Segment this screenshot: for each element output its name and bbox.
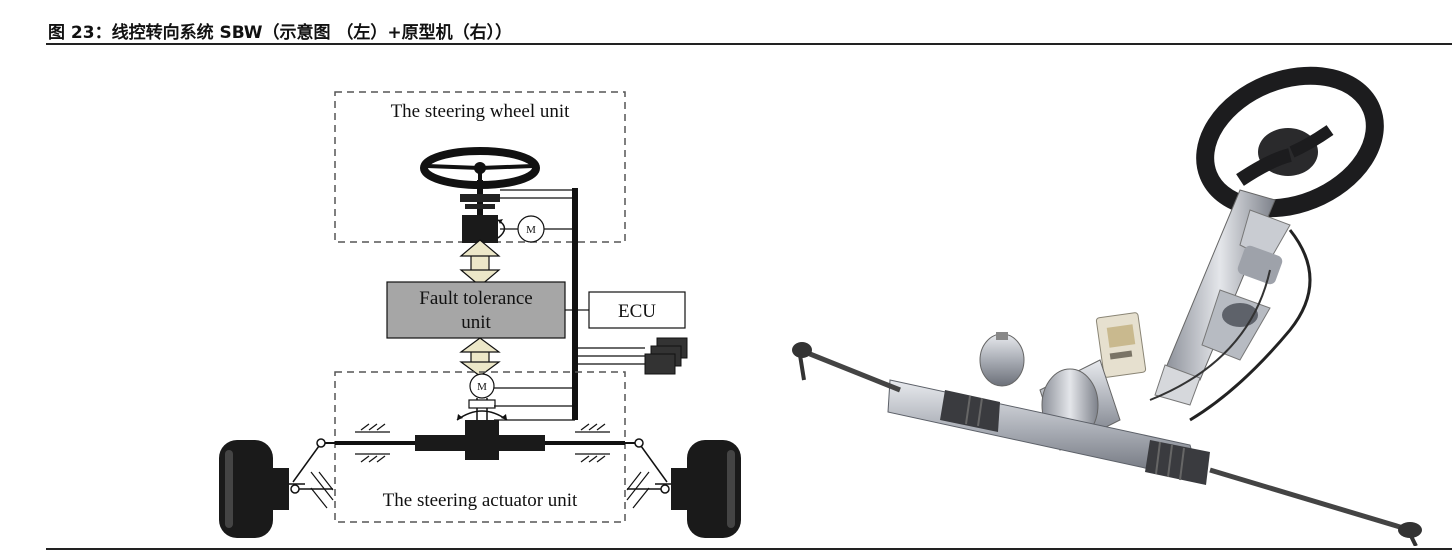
- steering-actuator-unit-label: The steering actuator unit: [383, 490, 578, 511]
- fault-tolerance-unit: [386, 281, 566, 339]
- prototype-ecu-module: [1095, 312, 1147, 378]
- feedback-motor-label: M: [526, 224, 536, 236]
- double-arrow-top: [459, 239, 501, 287]
- feedback-motor-gear: [462, 215, 498, 243]
- right-wheel-icon: [626, 440, 741, 538]
- steering-wheel-unit-label: The steering wheel unit: [391, 101, 571, 122]
- top-rule: [46, 43, 1452, 45]
- torque-sensor: [460, 194, 500, 202]
- figure-title: 图 23：线控转向系统 SBW（示意图 （左）+原型机（右））: [48, 23, 513, 43]
- prototype-tie-rods: [792, 342, 1422, 546]
- sbw-prototype-photo: [792, 66, 1422, 546]
- actuator-motor-label: M: [477, 381, 487, 393]
- ecu-box: [588, 291, 686, 329]
- fault-tolerance-label-1: Fault tolerance: [419, 288, 532, 309]
- prototype-steering-wheel: [1196, 66, 1384, 218]
- left-wheel-icon: [219, 440, 334, 538]
- ecu-label: ECU: [618, 301, 656, 322]
- prototype-rack-housing: [887, 379, 1210, 485]
- steering-wheel-unit-box: [334, 91, 626, 243]
- actuator-motor: [469, 373, 495, 399]
- prototype-steering-column: [1149, 189, 1312, 422]
- steering-actuator-unit-box: [334, 371, 626, 523]
- sensor-stack-icon: [578, 337, 688, 375]
- fault-tolerance-label-2: unit: [461, 312, 491, 333]
- steering-wheel-icon: [420, 147, 540, 189]
- bottom-rule: [46, 548, 1452, 550]
- rack-pinion-housing: [465, 420, 499, 460]
- double-arrow-bottom: [459, 337, 501, 377]
- sbw-schematic-diagram: The steering wheel unit M Fault toleranc…: [219, 91, 741, 538]
- signal-bus: [572, 188, 578, 420]
